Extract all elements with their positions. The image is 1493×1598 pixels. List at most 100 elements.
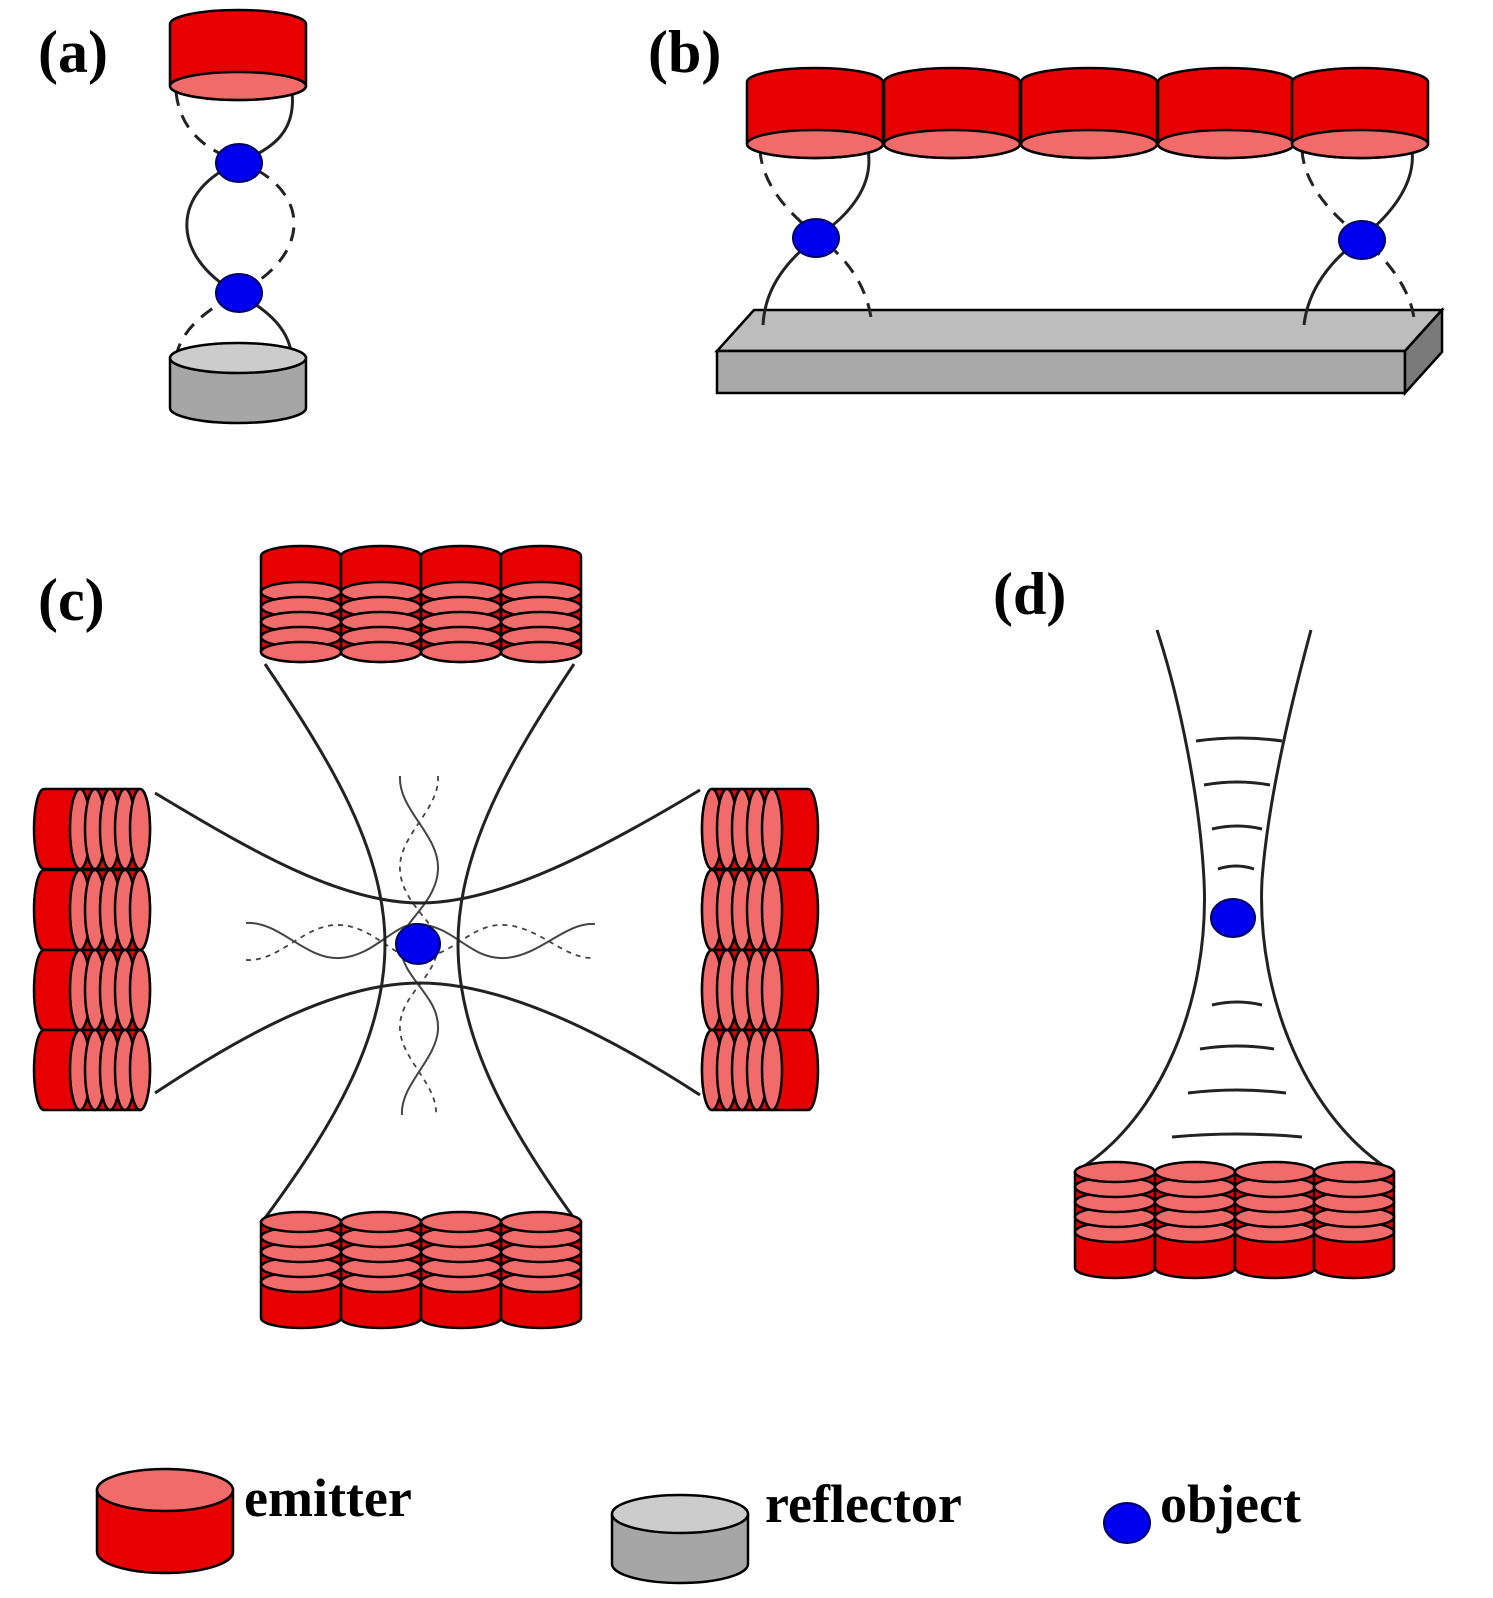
- bottom-emitter-3: [419, 1210, 503, 1330]
- wavefront-4: [1217, 864, 1255, 871]
- plate-front: [715, 349, 1407, 395]
- legend-reflector-label: reflector: [765, 1474, 962, 1534]
- wave-dashed: [174, 91, 296, 359]
- bottom-emitter-2-face-1: [339, 1210, 423, 1234]
- left-emitter-2-face-5: [128, 868, 152, 952]
- legend-object-label: object: [1160, 1474, 1301, 1534]
- legend-emitter-label: emitter: [244, 1468, 412, 1528]
- panel-d-label: (d): [993, 561, 1066, 627]
- emitter-1: [1073, 1160, 1157, 1280]
- panel-c-label: (c): [38, 567, 105, 633]
- panel-b-emitter-array: [745, 66, 1430, 160]
- top-emitter-2: [339, 544, 423, 664]
- top-emitter-4: [499, 544, 583, 664]
- left-emitter-1: [32, 787, 152, 871]
- left-emitter-3-face-5: [128, 948, 152, 1032]
- top-emitter-2-face-5: [339, 640, 423, 664]
- emitter-1: [745, 66, 885, 160]
- panel-b-standing-waves: [758, 149, 1416, 326]
- reflector: [168, 341, 308, 425]
- emitter-swatch-body: [95, 1488, 235, 1575]
- panel-a-reflector: [168, 341, 308, 425]
- reflector-swatch: [610, 1493, 750, 1585]
- wavefront-6: [1199, 1044, 1275, 1051]
- wavefront-1: [1195, 736, 1283, 743]
- beam-horizontal-bottom: [154, 981, 701, 1097]
- object: [1210, 898, 1256, 938]
- top-emitter-4-face-5: [499, 640, 583, 664]
- right-emitter-1-face-1: [760, 787, 784, 871]
- legend: emitter reflector object: [95, 1467, 1301, 1585]
- emitter-4: [1312, 1160, 1396, 1280]
- emitter-2-face: [882, 128, 1022, 160]
- emitter-3-face: [1019, 128, 1159, 160]
- emitter-swatch: [95, 1467, 235, 1575]
- wavefront-7: [1187, 1088, 1287, 1095]
- bottom-emitter-4: [499, 1210, 583, 1330]
- panel-b-label: (b): [648, 19, 721, 85]
- right-emitter-2-face-1: [760, 868, 784, 952]
- emitter-1-face: [745, 128, 885, 160]
- reflector-face: [168, 341, 308, 375]
- panel-d-emitter-array: [1073, 1160, 1396, 1280]
- emitter-4-face: [1156, 128, 1296, 160]
- emitter-swatch-face: [95, 1467, 235, 1513]
- object-bottom: [215, 273, 263, 313]
- right-emitter-3: [700, 948, 820, 1032]
- top-emitter-3: [419, 544, 503, 664]
- panel-d-object: [1210, 898, 1256, 938]
- wavefront-8: [1171, 1132, 1303, 1139]
- bottom-emitter-3-face-1: [419, 1210, 503, 1234]
- reflector-body: [168, 356, 308, 425]
- bottom-emitter-2: [339, 1210, 423, 1330]
- panel-c: (c): [32, 544, 820, 1330]
- panel-d: (d): [993, 561, 1396, 1280]
- wavefront-5: [1211, 1000, 1263, 1007]
- emitter-4-face-1: [1312, 1160, 1396, 1184]
- panel-a-emitter: [168, 8, 308, 102]
- emitter-2: [1153, 1160, 1237, 1280]
- left-emitter-2: [32, 868, 152, 952]
- emitter-3-face-1: [1233, 1160, 1317, 1184]
- panel-a: (a): [38, 8, 308, 425]
- panel-a-standing-wave: [174, 91, 296, 363]
- panel-b-reflector-plate: [714, 306, 1445, 397]
- panel-a-objects: [215, 143, 263, 313]
- reflector-swatch-face: [610, 1493, 750, 1535]
- right-emitter-3-face-1: [760, 948, 784, 1032]
- legend-emitter-icon: [95, 1467, 235, 1575]
- wave-vertical-dashed: [399, 775, 439, 1116]
- panel-c-object: [395, 923, 441, 965]
- bottom-emitter-4-face-1: [499, 1210, 583, 1234]
- beam-right: [1260, 629, 1391, 1172]
- right-emitter-4: [700, 1028, 820, 1112]
- top-emitter-1: [259, 544, 343, 664]
- emitter-1-face-1: [1073, 1160, 1157, 1184]
- right-emitter-2: [700, 868, 820, 952]
- emitter-4: [1156, 66, 1296, 160]
- wavefront-3: [1211, 824, 1263, 831]
- emitter-5-face: [1290, 128, 1430, 160]
- beam-horizontal-top: [154, 788, 701, 905]
- left-emitter-4: [32, 1028, 152, 1112]
- emitter-3: [1019, 66, 1159, 160]
- bottom-emitter-1-face-1: [259, 1210, 343, 1234]
- top-emitter-3-face-5: [419, 640, 503, 664]
- panel-a-label: (a): [38, 19, 108, 85]
- emitter-face: [168, 70, 308, 102]
- beam-left: [1077, 629, 1206, 1172]
- emitter: [168, 8, 308, 102]
- right-emitter-1: [700, 787, 820, 871]
- top-emitter-1-face-5: [259, 640, 343, 664]
- beam-vertical-right: [456, 663, 576, 1219]
- legend-reflector-icon: [610, 1493, 750, 1585]
- wavefront-2: [1203, 780, 1271, 787]
- plate-top: [714, 308, 1445, 353]
- bottom-emitter-1: [259, 1210, 343, 1330]
- plate-side: [1403, 306, 1444, 397]
- object-top: [215, 143, 263, 183]
- left-emitter-4-face-5: [128, 1028, 152, 1112]
- legend-object-icon: [1103, 1502, 1151, 1544]
- wave-solid: [185, 91, 294, 363]
